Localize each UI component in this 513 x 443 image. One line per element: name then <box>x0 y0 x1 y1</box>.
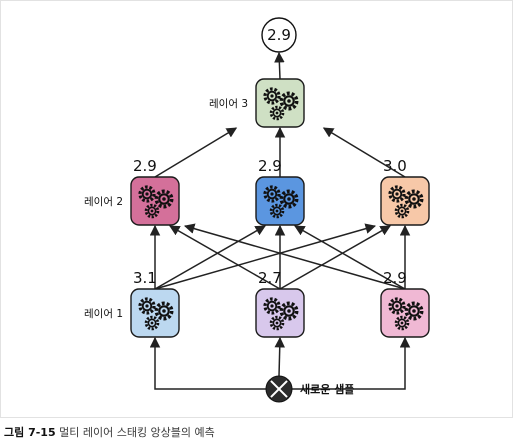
output-value: 2.9 <box>267 26 291 44</box>
edge-input-to-layer1-3 <box>279 336 411 390</box>
layer1-node-3-value: 2.9 <box>383 269 407 287</box>
edge-layer1-2-to-layer2-3 <box>279 225 391 290</box>
edge-layer3-to-output <box>274 51 285 80</box>
layer1-node-3 <box>380 288 430 338</box>
input-label: 새로운 샘플 <box>300 382 354 396</box>
edge-layer1-2-to-layer2-1 <box>169 225 281 290</box>
output-node: 2.9 <box>261 17 297 53</box>
figure-caption: 그림 7-15 멀티 레이어 스태킹 앙상블의 예측 <box>4 424 215 440</box>
layer2-node-3 <box>380 176 430 226</box>
stacking-ensemble-diagram: 레이어 3 2.9 2.9 3.0 레이어 2 3.1 2.7 2.9 레이어 1 2.9 새로운 … <box>84 17 430 403</box>
edge-input-to-layer1-1 <box>149 336 279 390</box>
layer2-node-2-value: 2.9 <box>258 157 282 175</box>
caption-text: 멀티 레이어 스태킹 앙상블의 예측 <box>59 426 215 439</box>
layer2-node-1-value: 2.9 <box>133 157 157 175</box>
x-circle-icon <box>265 375 293 403</box>
layer1-label: 레이어 1 <box>84 308 123 320</box>
edge-layer1-3-to-layer2-1 <box>183 223 406 290</box>
edge-input-to-layer1-2 <box>274 336 285 377</box>
edge-layer1-1-to-layer2-3 <box>154 223 377 290</box>
caption-label: 그림 7-15 <box>4 426 56 439</box>
layer3-label: 레이어 3 <box>209 98 248 110</box>
layer1-node-2-value: 2.7 <box>258 269 282 287</box>
edge-layer2-1-to-layer3 <box>154 127 238 178</box>
layer1-node-2 <box>255 288 305 338</box>
layer1-node-1-value: 3.1 <box>133 269 157 287</box>
layer2-node-2 <box>255 176 305 226</box>
layer1-node-1 <box>130 288 180 338</box>
edge-layer1-3-to-layer2-2 <box>294 225 406 290</box>
layer2-node-3-value: 3.0 <box>383 157 407 175</box>
edge-layer2-3-to-layer3 <box>322 127 406 178</box>
edge-layer1-1-to-layer2-2 <box>154 225 266 290</box>
layer2-label: 레이어 2 <box>84 196 123 208</box>
layer3-node-1 <box>255 78 305 128</box>
layer2-node-1 <box>130 176 180 226</box>
